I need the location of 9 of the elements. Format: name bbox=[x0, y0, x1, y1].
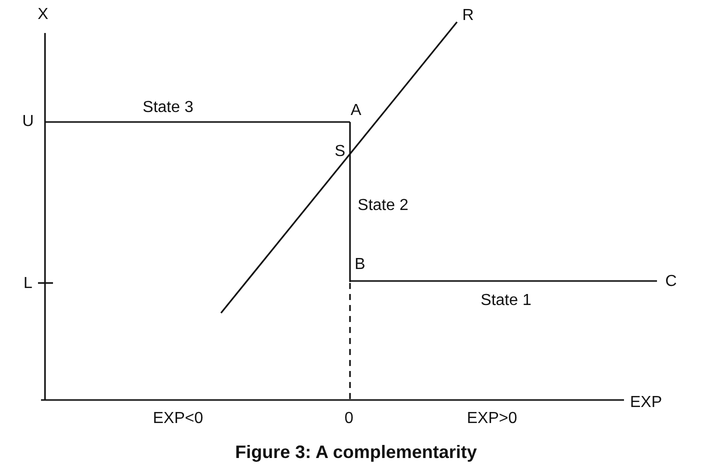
point-label: C bbox=[665, 273, 677, 291]
axis-label: X bbox=[38, 6, 48, 24]
tick-label: U bbox=[22, 113, 34, 131]
tick-label: L bbox=[24, 275, 32, 293]
tick-label: 0 bbox=[344, 410, 354, 428]
region-label: EXP>0 bbox=[466, 410, 518, 428]
figure-caption: Figure 3: A complementarity bbox=[235, 441, 477, 463]
region-label: EXP<0 bbox=[152, 410, 204, 428]
line-label: R bbox=[462, 7, 474, 25]
